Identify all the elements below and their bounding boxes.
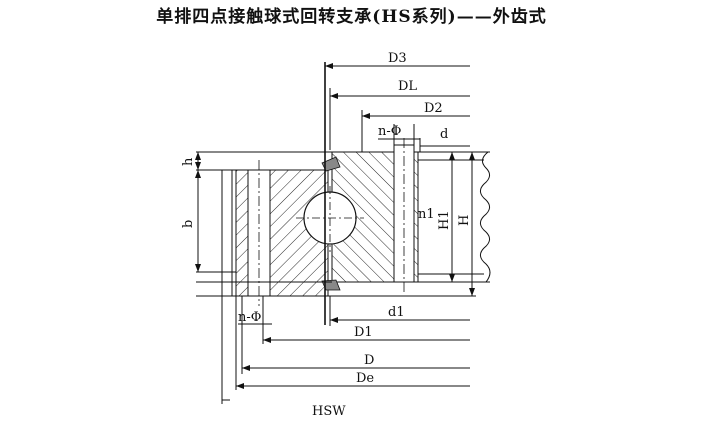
label-H: H xyxy=(457,215,472,226)
dim-b: b xyxy=(181,170,201,272)
dim-De: De xyxy=(236,371,470,389)
label-b: b xyxy=(181,220,196,228)
dim-n-phi-bottom: n-Φ xyxy=(238,310,272,325)
diagram-title: 单排四点接触球式回转支承(HS系列)——外齿式 xyxy=(156,7,547,27)
outer-ring xyxy=(331,138,419,292)
label-d: d xyxy=(440,127,448,142)
dim-D3: D3 xyxy=(325,51,470,69)
label-D1: D1 xyxy=(354,325,373,340)
dim-D: D xyxy=(242,353,470,371)
dim-H: H xyxy=(457,152,475,296)
dim-n-phi-top: n-Φ xyxy=(378,124,420,145)
label-d1: d1 xyxy=(388,305,405,320)
label-n-phi-bottom: n-Φ xyxy=(238,310,261,325)
dim-DL: DL xyxy=(329,79,470,150)
label-D3: D3 xyxy=(388,51,407,66)
label-n-phi-top: n-Φ xyxy=(378,124,401,139)
dim-n1: n1 xyxy=(418,207,435,222)
dim-HSW: HSW xyxy=(222,399,346,419)
dim-H1: H1 xyxy=(437,152,455,282)
inner-ring xyxy=(235,160,329,306)
dim-d: d xyxy=(419,127,470,152)
label-D2: D2 xyxy=(424,101,443,116)
label-h: h xyxy=(181,157,196,166)
label-DL: DL xyxy=(398,79,417,94)
label-n1: n1 xyxy=(418,207,435,222)
dim-D2: D2 xyxy=(361,101,470,152)
dim-h: h xyxy=(181,152,201,170)
label-De: De xyxy=(356,371,374,386)
dim-D1: D1 xyxy=(263,325,470,343)
label-H1: H1 xyxy=(437,210,452,230)
label-HSW: HSW xyxy=(312,404,346,419)
label-D: D xyxy=(364,353,374,368)
ball xyxy=(296,186,364,252)
dim-d1: d1 xyxy=(329,296,470,326)
left-edges xyxy=(196,151,476,404)
